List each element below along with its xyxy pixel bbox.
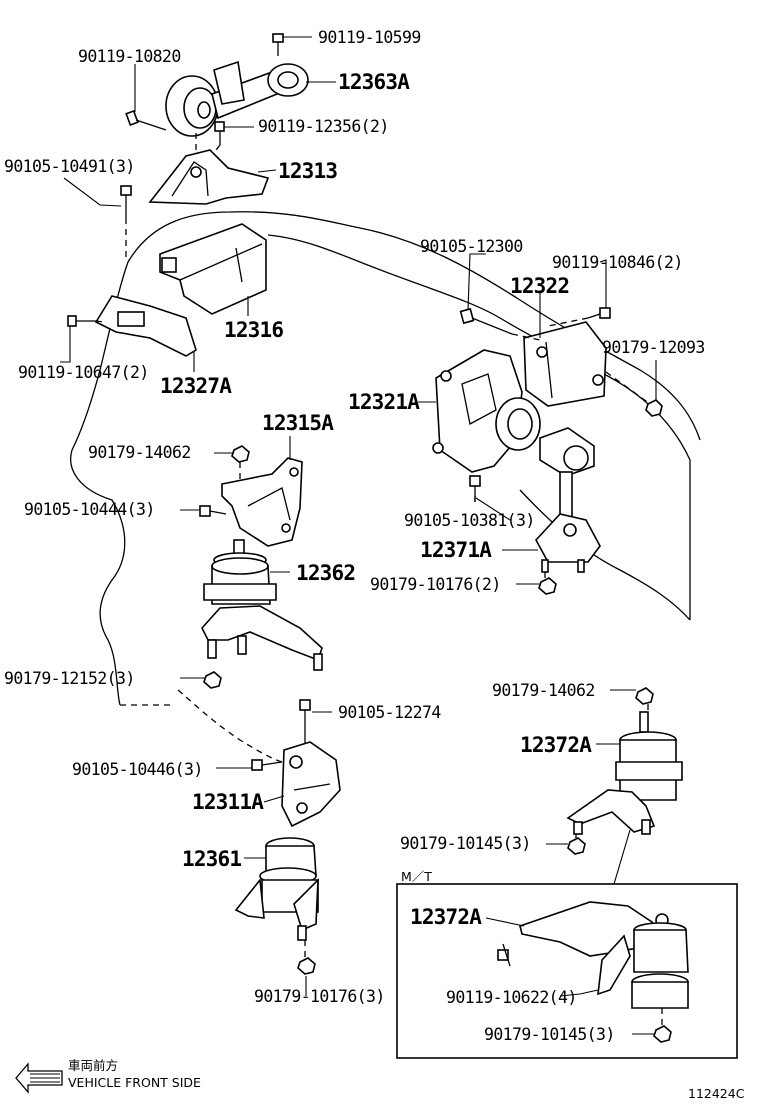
label-12372A-b: 12372A [410, 905, 482, 929]
leader-lines [60, 36, 657, 1035]
nut-90179-10176-a[interactable] [538, 577, 557, 595]
label-12362: 12362 [296, 561, 355, 585]
label-90179-10176-a: 90179-10176(2) [370, 575, 501, 594]
bolt-90119-10599[interactable] [272, 33, 284, 56]
bolt-90105-10446[interactable] [251, 759, 283, 771]
label-90119-10622: 90119-10622(4) [446, 988, 577, 1007]
bolt-90119-10846[interactable] [587, 307, 611, 319]
part-12316-bracket[interactable] [159, 223, 267, 315]
part-12313-bracket[interactable] [148, 149, 270, 205]
label-12315A: 12315A [262, 411, 334, 435]
bolt-90119-10622[interactable] [497, 943, 511, 967]
bolt-90105-10491[interactable] [120, 185, 132, 218]
front-label-en: VEHICLE FRONT SIDE [68, 1075, 201, 1090]
part-12327A-plate[interactable] [94, 295, 197, 357]
part-12372A-mount-b[interactable] [519, 901, 689, 1009]
label-90179-12152: 90179-12152(3) [4, 669, 135, 688]
part-12321A-bracket[interactable] [432, 349, 541, 473]
label-90119-10820: 90119-10820 [78, 47, 181, 66]
label-12371A: 12371A [420, 538, 492, 562]
label-90179-14062-b: 90179-14062 [492, 681, 595, 700]
part-12372A-mount-a[interactable] [566, 687, 683, 835]
nut-90179-12152[interactable] [203, 671, 222, 689]
part-number-labels: 90119-10599 90119-10820 12363A 90119-123… [4, 28, 705, 1044]
label-90119-10846: 90119-10846(2) [552, 253, 683, 272]
diagram-id: 112424C [688, 1086, 745, 1101]
part-12363A-torque-rod[interactable] [165, 60, 309, 137]
mt-variant-box: M／T [396, 869, 738, 1059]
label-90105-10446: 90105-10446(3) [72, 760, 203, 779]
label-90179-10145-b: 90179-10145(3) [484, 1025, 615, 1044]
assembly-dash-lines [95, 128, 663, 1026]
nut-90179-10176-b[interactable] [297, 957, 316, 975]
nut-90179-10145-a[interactable] [567, 837, 586, 855]
label-90105-10444: 90105-10444(3) [24, 500, 155, 519]
part-12361-mount[interactable] [234, 837, 319, 941]
label-12327A: 12327A [160, 374, 232, 398]
nut-90179-12093[interactable] [645, 399, 663, 417]
mt-box-label: M／T [401, 869, 432, 884]
label-90179-10145-a: 90179-10145(3) [400, 834, 531, 853]
label-90119-10647: 90119-10647(2) [18, 363, 149, 382]
bolt-90119-10820[interactable] [125, 109, 167, 131]
part-12371A-mount[interactable] [535, 427, 601, 573]
bolt-90119-10647[interactable] [67, 315, 96, 327]
bolt-90119-12356[interactable] [214, 121, 225, 145]
part-12315A-bracket[interactable] [221, 457, 303, 547]
bolt-90105-12300[interactable] [459, 307, 513, 335]
part-12322-bracket[interactable] [523, 321, 607, 407]
label-90105-12300: 90105-12300 [420, 237, 523, 256]
label-90119-12356: 90119-12356(2) [258, 117, 389, 136]
nut-90179-14062-a[interactable] [231, 445, 250, 463]
nut-90179-10145-b[interactable] [653, 1025, 672, 1043]
label-90105-10491: 90105-10491(3) [4, 157, 135, 176]
label-90179-10176-b: 90179-10176(3) [254, 987, 385, 1006]
label-90179-12093: 90179-12093 [602, 338, 705, 357]
front-direction-indicator: 車両前方 VEHICLE FRONT SIDE [15, 1058, 201, 1094]
label-12316: 12316 [224, 318, 283, 342]
label-12311A: 12311A [192, 790, 264, 814]
bolt-90105-12274[interactable] [299, 699, 311, 738]
label-12322: 12322 [510, 274, 569, 298]
label-12363A: 12363A [338, 70, 410, 94]
label-90105-10381: 90105-10381(3) [404, 511, 535, 530]
part-12362-mount[interactable] [201, 539, 323, 671]
label-12361: 12361 [182, 847, 241, 871]
front-label-jp: 車両前方 [68, 1058, 118, 1073]
label-12372A-a: 12372A [520, 733, 592, 757]
bolt-90105-10444[interactable] [199, 505, 227, 517]
label-90179-14062-a: 90179-14062 [88, 443, 191, 462]
part-12311A-bracket[interactable] [281, 741, 341, 828]
label-90119-10599: 90119-10599 [318, 28, 421, 47]
label-12313: 12313 [278, 159, 337, 183]
label-90105-12274: 90105-12274 [338, 703, 441, 722]
label-12321A: 12321A [348, 390, 420, 414]
